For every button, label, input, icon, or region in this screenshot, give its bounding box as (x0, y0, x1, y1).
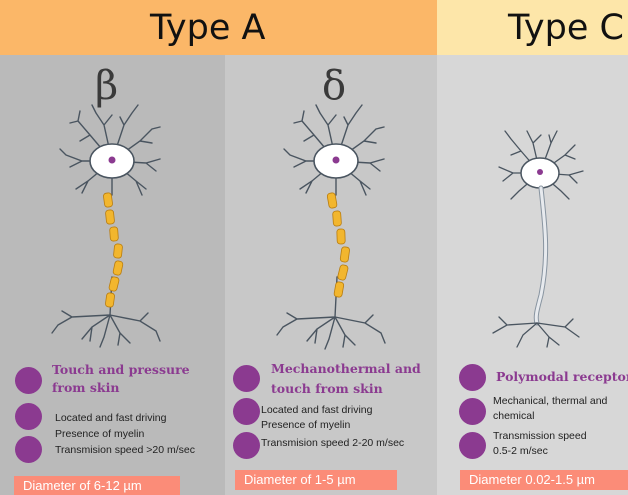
type-c-header: Type C (437, 0, 628, 55)
myelinated-neuron-icon (0, 55, 225, 355)
delta-property: Located and fast driving (261, 404, 373, 417)
bullet-dot (233, 432, 260, 459)
type-c-property: Transmission speed (493, 430, 587, 443)
beta-property: Transmision speed >20 m/sec (55, 444, 195, 457)
bullet-dot (459, 364, 486, 391)
bullet-dot (459, 398, 486, 425)
panel-delta: δ Mechanothermal an (225, 55, 437, 495)
beta-property: Located and fast driving (55, 412, 167, 425)
bullet-dot (15, 436, 42, 463)
delta-receptor-title: Mechanothermal and (271, 360, 421, 377)
bullet-dot (233, 398, 260, 425)
beta-diameter-badge: Diameter of 6-12 µm (14, 476, 180, 495)
type-c-receptor-title: Polymodal receptor (496, 368, 628, 385)
type-c-diameter-badge: Diameter 0.02-1.5 µm (460, 470, 628, 490)
type-c-property: chemical (493, 410, 534, 423)
type-c-property: Mechanical, thermal and (493, 395, 607, 408)
type-c-title: Type C (508, 8, 624, 48)
panel-type-c: Polymodal receptor Mechanical, thermal a… (437, 55, 628, 495)
myelinated-neuron-icon (225, 55, 437, 355)
type-a-title: Type A (150, 8, 265, 48)
beta-property: Presence of myelin (55, 428, 144, 441)
delta-diameter-badge: Diameter of 1-5 µm (235, 470, 397, 490)
bullet-dot (15, 403, 42, 430)
bullet-dot (459, 432, 486, 459)
type-a-header: Type A (0, 0, 437, 55)
bullet-dot (233, 365, 260, 392)
unmyelinated-neuron-icon (437, 55, 628, 355)
beta-receptor-title: Touch and pressure (52, 361, 190, 378)
delta-property: Transmision speed 2-20 m/sec (261, 437, 404, 450)
panel-beta: β Touch and (0, 55, 225, 495)
delta-property: Presence of myelin (261, 419, 350, 432)
delta-receptor-title-line2: touch from skin (271, 380, 383, 397)
type-c-property: 0.5-2 m/sec (493, 445, 548, 458)
bullet-dot (15, 367, 42, 394)
beta-receptor-title-line2: from skin (52, 379, 119, 396)
